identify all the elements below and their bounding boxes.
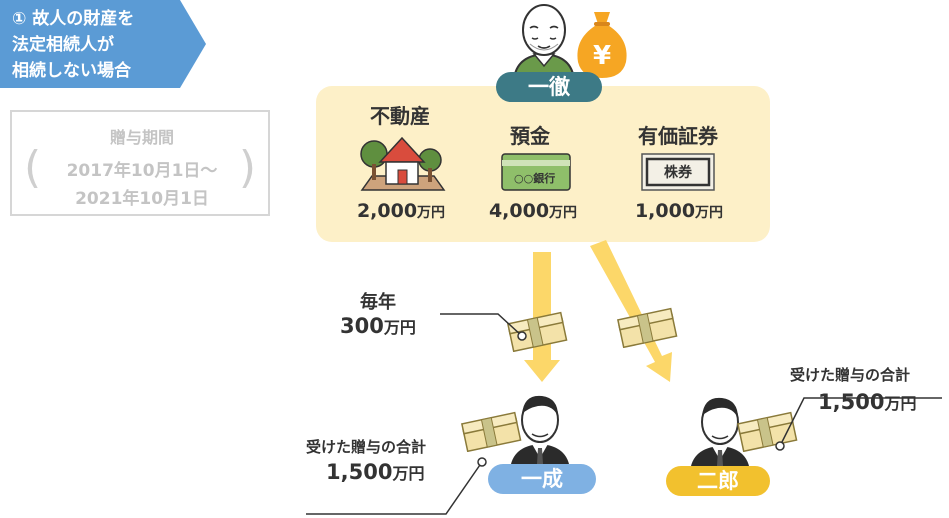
right-bracket: ) [238,142,256,193]
arrow-to-jiro [590,240,672,382]
asset-value-real-estate: 2,000万円 [336,200,466,222]
recipient-total-amount-issei: 1,500万円 [326,460,424,484]
house-icon [360,136,446,191]
recipient-total-label-issei: 受けた贈与の合計 [306,438,427,456]
amount-unit: 万円 [392,464,425,483]
asset-value-deposit: 4,000万円 [468,200,598,222]
money-bag-icon: ¥ [577,12,627,78]
cash-stack-icon [506,311,568,352]
gift-period-box: 贈与期間 ( ) 2017年10月1日〜 2021年10月1日 [10,110,270,216]
bank-name-label: ○○銀行 [514,172,556,185]
cash-stack-icon-2 [616,307,678,348]
stock-label: 株券 [664,165,692,181]
annual-gift-leader-line [440,313,527,341]
gift-period-title: 贈与期間 [109,128,174,147]
value-unit: 万円 [417,205,446,221]
banner-line-3: 相続しない場合 [12,61,131,81]
amount-number: 300 [340,314,384,338]
donor-old-man-icon [512,4,576,80]
banner-line-2: 法定相続人が [12,35,114,55]
step-banner [0,0,206,88]
bankbook-icon [501,153,571,191]
asset-value-securities: 1,000万円 [614,200,744,222]
value-unit: 万円 [549,205,578,221]
amount-number: 1,500 [326,460,393,484]
issei-total-leader-line [306,457,487,515]
cash-stack-icon-3 [460,411,522,452]
left-bracket: ( [24,142,42,193]
recipient-name-badge-issei: 一成 [488,464,596,494]
step-banner-text: ① 故人の財産を 法定相続人が 相続しない場合 [12,6,182,84]
asset-label-deposit: 預金 [510,124,550,148]
recipient-man-icon-2 [690,397,750,472]
recipient-name-badge-jiro: 二郎 [666,466,770,496]
recipient-man-icon [510,395,570,470]
amount-number: 1,500 [818,390,885,414]
gift-period-start: 2017年10月1日〜 [66,161,218,181]
gift-period-end: 2021年10月1日 [75,189,209,209]
stock-certificate-icon [641,153,715,191]
asset-label-securities: 有価証券 [638,124,718,148]
banner-line-1: ① 故人の財産を [12,9,135,29]
jiro-total-leader-line [775,397,942,451]
donor-name-badge: 一徹 [496,72,602,102]
value-number: 1,000 [634,200,696,222]
svg-text:¥: ¥ [593,41,611,71]
value-unit: 万円 [695,205,724,221]
recipient-total-label-jiro: 受けた贈与の合計 [790,366,911,384]
value-number: 4,000 [488,200,550,222]
value-number: 2,000 [356,200,418,222]
annual-gift-amount: 300万円 [340,314,416,338]
amount-unit: 万円 [383,318,416,337]
asset-label-real-estate: 不動産 [370,104,430,128]
annual-gift-label: 毎年 [360,292,396,313]
